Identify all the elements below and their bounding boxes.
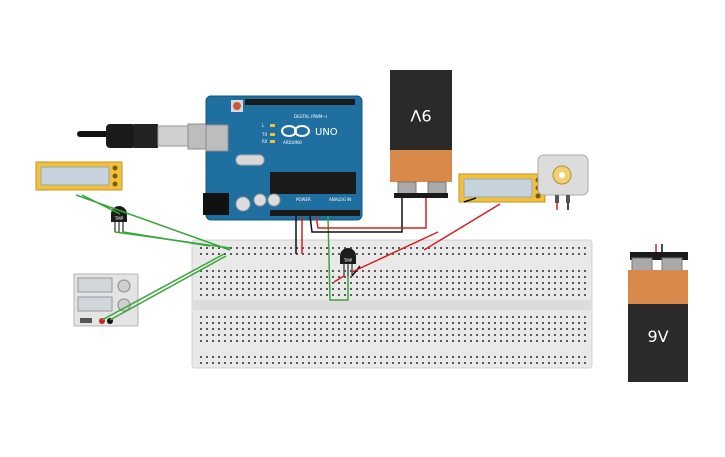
analog-header-label: ANALOG IN [329, 197, 351, 202]
power-header-label: POWER [296, 197, 311, 202]
tmp-sensor-center[interactable]: TMP [340, 248, 356, 276]
tmp-left-label: TMP [114, 216, 124, 221]
rx-label: RX [262, 139, 268, 144]
digital-header-label: DIGITAL (PWM~) [294, 114, 328, 119]
breadboard-holes [200, 247, 586, 364]
breadboard[interactable] [191, 239, 593, 369]
arduino-uno-board[interactable]: UNO ARDUINO DIGITAL (PWM~) POWER ANALOG … [203, 95, 363, 221]
lcd-left[interactable] [35, 161, 123, 191]
battery-top-label: 9V [410, 106, 431, 125]
battery-right[interactable]: 9V [628, 252, 688, 382]
board-maker-label: ARDUINO [283, 140, 302, 145]
battery-top[interactable]: 9V [390, 70, 452, 198]
dc-motor-icon[interactable] [537, 154, 589, 203]
usb-cable-icon [77, 123, 227, 150]
wires [75, 194, 663, 321]
battery-right-label: 9V [647, 327, 668, 346]
board-brand-label: UNO [315, 127, 338, 138]
tmp-center-label: TMP [343, 258, 353, 263]
l-led-label: L [262, 123, 265, 128]
lcd-right[interactable] [458, 173, 546, 203]
tx-label: TX [261, 132, 267, 137]
